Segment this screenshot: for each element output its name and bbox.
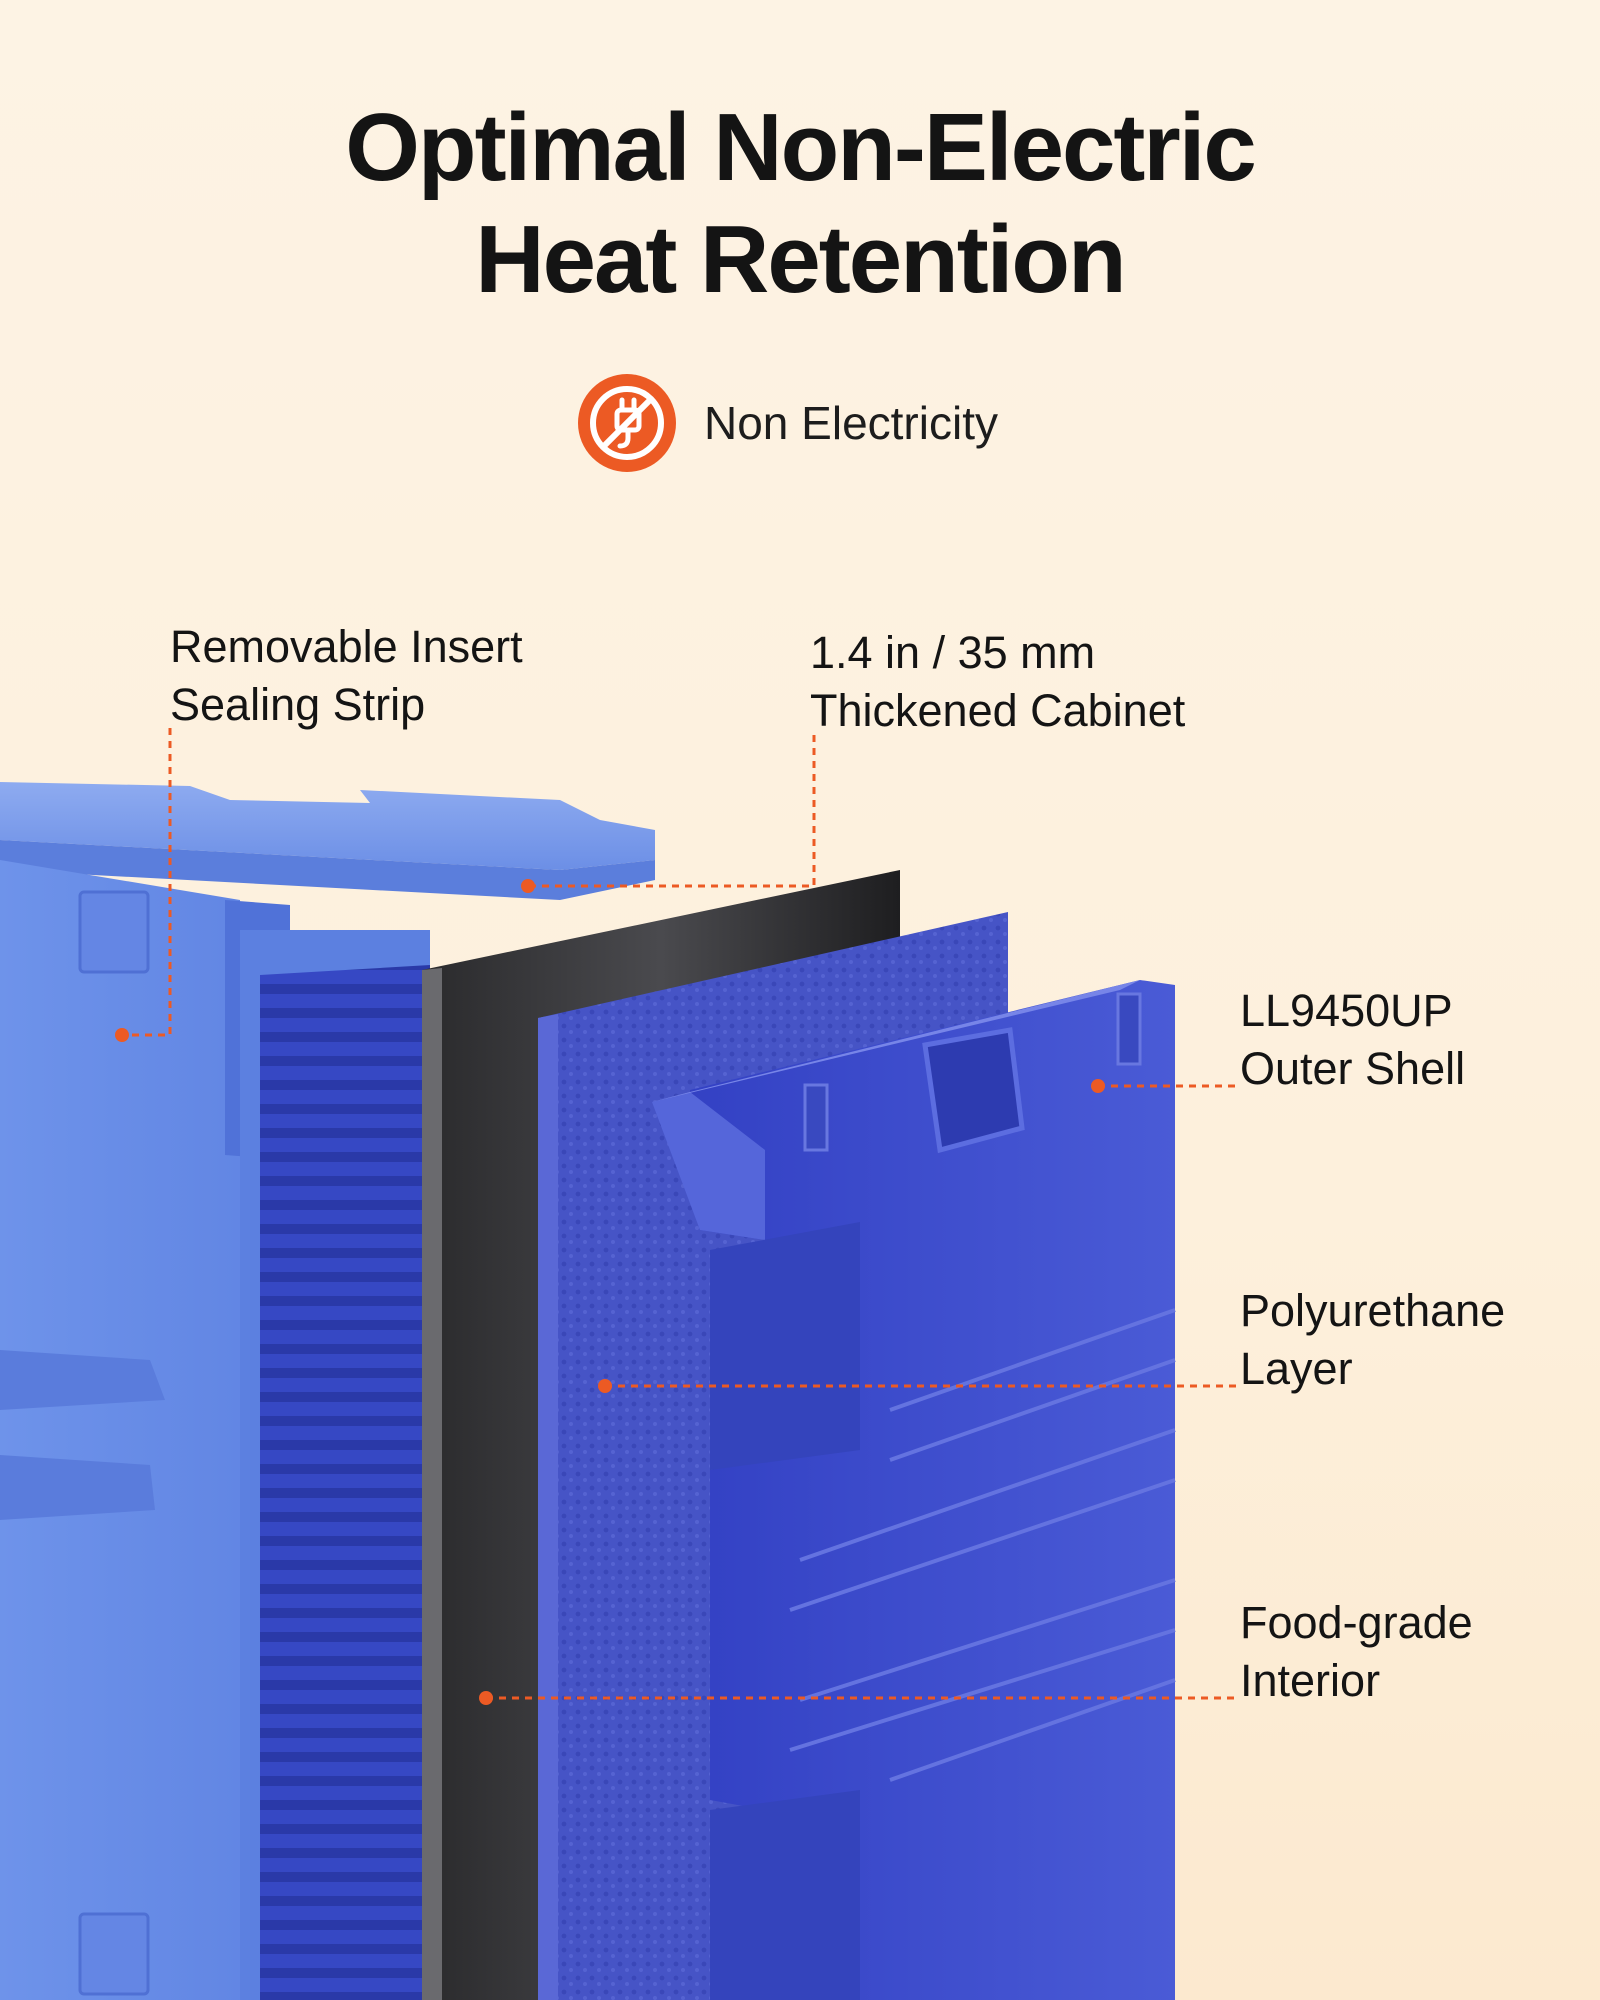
callout-outer-shell-line-1: LL9450UP [1240,985,1453,1036]
callout-thickened-cabinet-line-1: 1.4 in / 35 mm [810,627,1096,678]
no-plug-icon [578,374,676,472]
dot-food-grade [479,1691,493,1705]
callout-sealing-strip-line-2: Sealing Strip [170,679,426,730]
headline: Optimal Non-Electric Heat Retention [0,92,1600,316]
callout-outer-shell: LL9450UP Outer Shell [1240,982,1465,1098]
non-electricity-badge: Non Electricity [578,373,998,473]
dot-polyurethane [598,1379,612,1393]
callout-dots [115,879,1105,1705]
callout-food-grade-line-2: Interior [1240,1655,1381,1706]
headline-line-1: Optimal Non-Electric [345,94,1257,201]
badge-label: Non Electricity [704,397,998,449]
callout-sealing-strip: Removable Insert Sealing Strip [170,618,523,734]
cabinet-body [0,782,655,2000]
callout-food-grade-line-1: Food-grade [1240,1597,1473,1648]
callout-thickened-cabinet-line-2: Thickened Cabinet [810,685,1186,736]
leader-sealing-strip [122,728,172,1037]
callout-sealing-strip-line-1: Removable Insert [170,621,523,672]
headline-line-2: Heat Retention [475,206,1126,313]
dot-thickened-cabinet [521,879,535,893]
callout-leaders [122,728,1240,1700]
callout-thickened-cabinet: 1.4 in / 35 mm Thickened Cabinet [810,624,1185,740]
callout-polyurethane-line-2: Layer [1240,1343,1353,1394]
leader-thickened-cabinet [528,735,816,888]
callout-food-grade: Food-grade Interior [1240,1594,1473,1710]
callout-outer-shell-line-2: Outer Shell [1240,1043,1466,1094]
dot-sealing-strip [115,1028,129,1042]
callout-polyurethane: Polyurethane Layer [1240,1282,1505,1398]
outer-shell-panel [652,980,1176,2000]
dot-outer-shell [1091,1079,1105,1093]
callout-polyurethane-line-1: Polyurethane [1240,1285,1506,1336]
